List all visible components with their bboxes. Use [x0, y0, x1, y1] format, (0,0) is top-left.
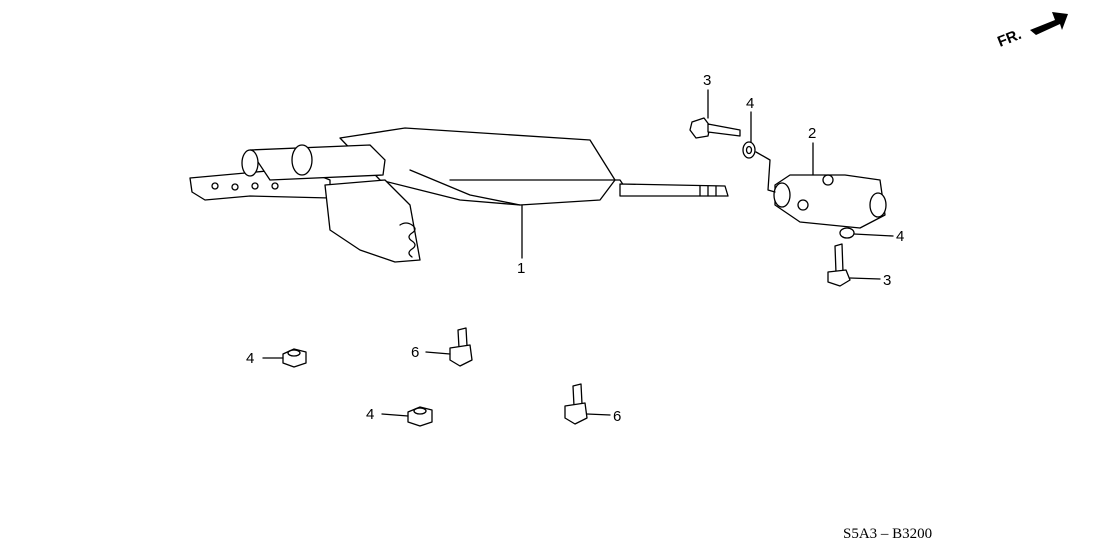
washer-lower-part [839, 227, 894, 239]
callout-5-upper: 4 [746, 95, 754, 112]
callout-3-upper: 3 [703, 72, 711, 89]
bolt-right-part [564, 383, 611, 425]
bolt-upper-part [689, 89, 741, 139]
callout-2: 2 [808, 125, 816, 142]
steering-column-part [189, 127, 729, 263]
nut-left-part [262, 348, 307, 368]
front-arrow-icon [1030, 12, 1068, 35]
washer-upper-part [742, 111, 776, 193]
diagram-code: S5A3 – B3200 [843, 526, 932, 542]
bolt-middle-part [425, 327, 473, 367]
front-direction-indicator: FR. [995, 12, 1068, 51]
callout-1: 1 [517, 260, 525, 277]
callout-6-right: 6 [613, 408, 621, 425]
fr-label: FR. [995, 26, 1024, 51]
bolt-lower-part [827, 243, 881, 287]
callout-3-lower: 3 [883, 272, 891, 289]
nut-lower-part [381, 406, 433, 427]
steering-joint-part [773, 142, 887, 229]
callout-5-lower: 4 [896, 228, 904, 245]
callout-4-left: 4 [246, 350, 254, 367]
callout-4-lower: 4 [366, 406, 374, 423]
callout-6-middle: 6 [411, 344, 419, 361]
